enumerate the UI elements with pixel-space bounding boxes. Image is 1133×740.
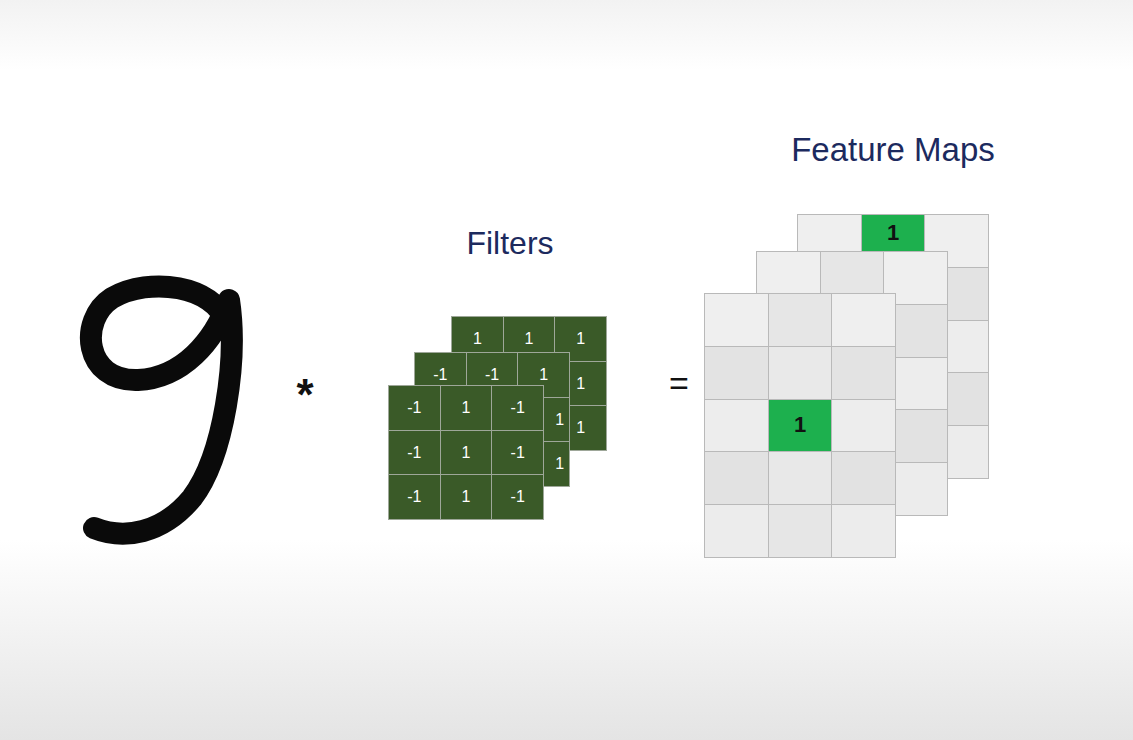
filter-weight: -1 [407, 399, 421, 417]
feature-cell [768, 451, 833, 505]
filter-weight: -1 [407, 444, 421, 462]
filter-cell: -1 [388, 385, 441, 431]
feature-cell [831, 504, 896, 558]
filter-weight: 1 [462, 399, 471, 417]
filter-weight: 1 [555, 411, 564, 429]
filter-cell: -1 [491, 474, 544, 520]
feature-cell [768, 346, 833, 400]
filter-weight: 1 [539, 366, 548, 384]
operator-symbol: = [669, 364, 689, 402]
filter-weight: 1 [462, 444, 471, 462]
feature-cell [831, 399, 896, 453]
label-wrap: Filters [310, 225, 710, 262]
feature-map: 1 [704, 293, 896, 558]
filter-weight: -1 [485, 366, 499, 384]
operator-symbol: * [296, 370, 313, 419]
section-heading: Feature Maps [791, 131, 995, 168]
filter-weight: 1 [462, 488, 471, 506]
feature-cell [831, 293, 896, 347]
feature-cell [704, 399, 769, 453]
filter-weight: -1 [511, 488, 525, 506]
filter-weight: 1 [473, 330, 482, 348]
handwritten-nine [91, 286, 232, 533]
filter-cell: -1 [491, 430, 544, 476]
feature-cell [768, 293, 833, 347]
filter-weight: -1 [511, 399, 525, 417]
feature-cell [831, 346, 896, 400]
filter-cell: -1 [388, 430, 441, 476]
filter-weight: 1 [555, 455, 564, 473]
filter-cell: -1 [388, 474, 441, 520]
filter-cell: -1 [491, 385, 544, 431]
feature-cell [704, 346, 769, 400]
filter-cell: 1 [440, 385, 493, 431]
filter-weight: 1 [525, 330, 534, 348]
feature-cell [768, 504, 833, 558]
filter-cell: 1 [440, 430, 493, 476]
feature-cell [704, 451, 769, 505]
label-wrap: Feature Maps [693, 131, 1093, 169]
feature-cell [831, 451, 896, 505]
label-wrap: = [479, 364, 879, 403]
feature-cell: 1 [768, 399, 833, 453]
label-wrap: * [105, 370, 505, 421]
activation-value: 1 [887, 221, 899, 245]
activation-value: 1 [794, 413, 806, 437]
filter-grid: -1 1 -1 -1 1 -1 -1 1 -1 [388, 385, 544, 520]
filter-cell: 1 [440, 474, 493, 520]
filter-weight: 1 [576, 419, 585, 437]
feature-cell [704, 504, 769, 558]
filter-weight: -1 [511, 444, 525, 462]
filter-weight: -1 [407, 488, 421, 506]
filter-weight: -1 [433, 366, 447, 384]
filter-weight: 1 [576, 375, 585, 393]
filter-weight: 1 [576, 330, 585, 348]
section-heading: Filters [466, 225, 553, 261]
feature-cell [704, 293, 769, 347]
